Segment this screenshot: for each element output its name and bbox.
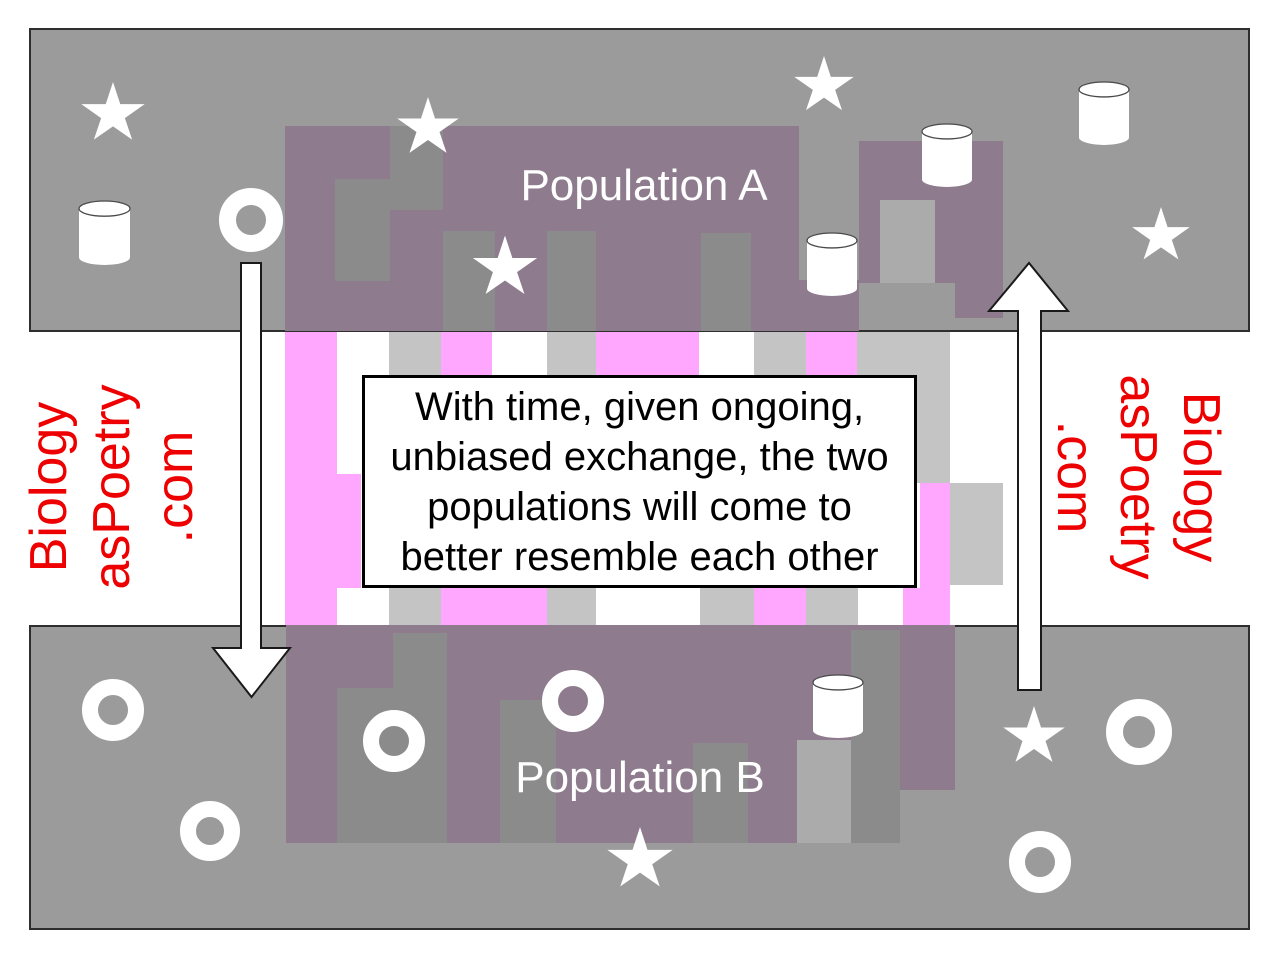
- mosaic-block: [547, 231, 596, 331]
- mosaic-block: [797, 740, 851, 843]
- ring-icon: [1106, 699, 1172, 765]
- ring-icon: [542, 670, 604, 732]
- watermark-right-line-2: asPoetry: [1109, 374, 1167, 580]
- stripe-block: [285, 332, 337, 625]
- down-arrow: [210, 262, 293, 699]
- stripe-block: [547, 588, 596, 625]
- caption-box: With time, given ongoing, unbiased excha…: [362, 375, 917, 588]
- mosaic-block: [693, 743, 748, 843]
- cylinder-icon: [812, 673, 864, 738]
- stripe-block: [754, 332, 806, 377]
- stripe-block: [596, 332, 699, 377]
- mosaic-block: [443, 231, 495, 331]
- cylinder-icon: [921, 122, 973, 187]
- stripe-block: [441, 588, 547, 625]
- mosaic-block: [955, 283, 1003, 318]
- watermark-left-line-1: Biology: [20, 401, 78, 573]
- caption-line-4: better resemble each other: [400, 534, 879, 579]
- ring-icon: [1009, 831, 1071, 893]
- stripe-block: [389, 332, 441, 377]
- mosaic-block: [500, 700, 556, 843]
- population-b-label: Population B: [515, 753, 765, 802]
- caption-line-3: populations will come to: [427, 484, 852, 529]
- ring-icon: [82, 679, 144, 741]
- ring-icon: [219, 188, 283, 252]
- mosaic-block: [335, 179, 390, 281]
- stripe-block: [920, 483, 950, 588]
- mosaic-block: [900, 625, 955, 790]
- ring-icon: [180, 801, 240, 861]
- mosaic-block: [851, 630, 900, 843]
- cylinder-icon: [806, 231, 858, 296]
- cylinder-icon: [1078, 80, 1130, 145]
- population-a-label: Population A: [520, 161, 768, 210]
- stripe-block: [389, 588, 441, 625]
- cylinder-icon: [77, 200, 131, 265]
- up-arrow: [986, 261, 1071, 691]
- stripe-block: [806, 588, 858, 625]
- stripe-block: [337, 474, 361, 588]
- watermark-left-line-3: .com: [146, 430, 204, 544]
- stripe-block: [754, 588, 806, 625]
- stripe-block: [903, 588, 950, 625]
- stripe-block: [700, 588, 754, 625]
- mosaic-block: [701, 233, 751, 331]
- stripe-block: [950, 483, 1003, 585]
- watermark-right: Biology asPoetry .com: [1032, 317, 1232, 637]
- caption-line-2: unbiased exchange, the two: [390, 434, 889, 479]
- stripe-block: [547, 332, 596, 377]
- stripe-block: [806, 332, 857, 377]
- watermark-left-line-2: asPoetry: [83, 384, 141, 590]
- mosaic-block: [880, 200, 935, 283]
- watermark-right-line-1: Biology: [1172, 391, 1230, 563]
- watermark-left: Biology asPoetry .com: [18, 327, 218, 647]
- stripe-block: [441, 332, 492, 377]
- watermark-right-line-3: .com: [1046, 420, 1104, 534]
- caption-line-1: With time, given ongoing,: [414, 384, 865, 429]
